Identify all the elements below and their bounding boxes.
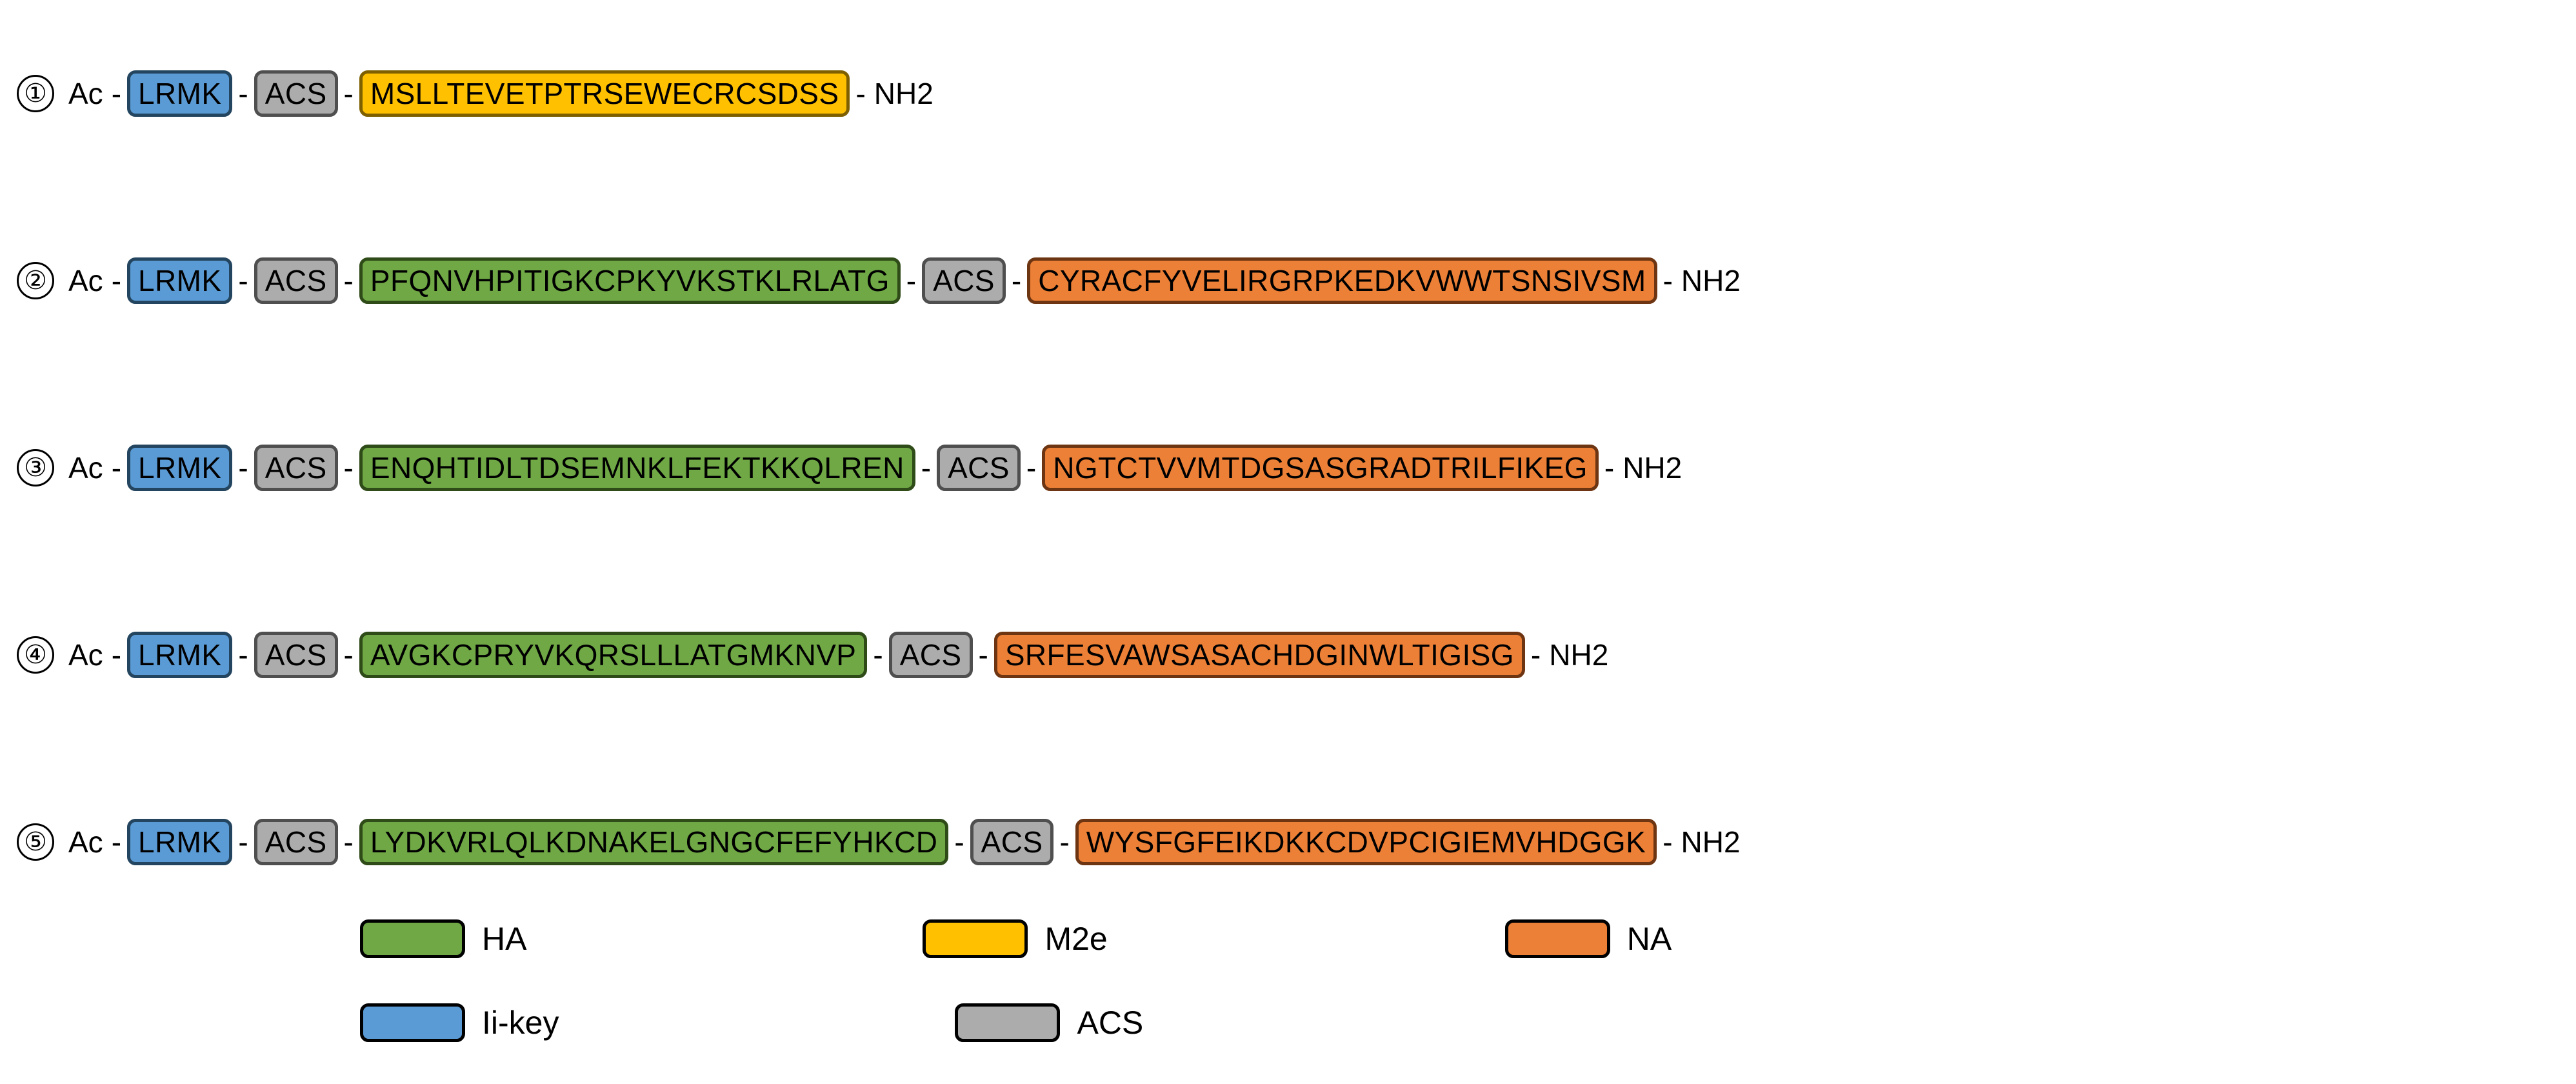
linker-dash: - <box>906 264 917 297</box>
legend-swatch-ii-key <box>360 1003 465 1042</box>
construct-index: ① <box>17 75 54 112</box>
linker-dash: - <box>111 451 122 485</box>
linker-dash: - <box>1662 825 1673 859</box>
linker-dash: - <box>1011 264 1022 297</box>
legend-label-ha: HA <box>482 921 527 957</box>
linker-dash: - <box>111 264 122 297</box>
segment-na[interactable]: CYRACFYVELIRGRPKEDKVWWTSNSIVSM <box>1027 257 1657 304</box>
segment-ha[interactable]: AVGKCPRYVKQRSLLLATGMKNVP <box>359 632 868 678</box>
c-terminus-label: NH2 <box>1622 451 1682 485</box>
construct-index: ④ <box>17 636 54 674</box>
linker-dash: - <box>238 77 248 110</box>
linker-dash: - <box>1059 825 1070 859</box>
segment-ha[interactable]: PFQNVHPITIGKCPKYVKSTKLRLATG <box>359 257 901 304</box>
segment-acs[interactable]: ACS <box>254 257 338 304</box>
segment-m2e[interactable]: MSLLTEVETPTRSEWECRCSDSS <box>359 70 850 117</box>
linker-dash: - <box>954 825 964 859</box>
segment-na[interactable]: WYSFGFEIKDKKCDVPCIGIEMVHDGGK <box>1075 819 1657 865</box>
linker-dash: - <box>238 638 248 672</box>
legend-row: Ii-key ACS <box>0 981 2576 1065</box>
linker-dash: - <box>343 638 354 672</box>
segment-ii-key[interactable]: LRMK <box>127 257 233 304</box>
linker-dash: - <box>343 264 354 297</box>
legend-label-na: NA <box>1626 921 1672 957</box>
legend-swatch-m2e <box>923 919 1028 958</box>
n-terminus-label: Ac <box>68 825 103 859</box>
construct-index: ③ <box>17 449 54 487</box>
linker-dash: - <box>238 451 248 485</box>
legend-label-acs: ACS <box>1077 1005 1144 1041</box>
legend-swatch-na <box>1504 919 1610 958</box>
legend-item-na: NA <box>1504 919 1672 958</box>
legend-item-ii-key: Ii-key <box>360 1003 559 1042</box>
segment-acs[interactable]: ACS <box>888 632 973 678</box>
linker-dash: - <box>238 264 248 297</box>
segment-na[interactable]: NGTCTVVMTDGSASGRADTRILFIKEG <box>1042 445 1599 491</box>
construct-index: ⑤ <box>17 823 54 861</box>
segment-acs[interactable]: ACS <box>254 70 338 117</box>
n-terminus-label: Ac <box>68 638 103 672</box>
segment-acs[interactable]: ACS <box>254 819 338 865</box>
segment-ii-key[interactable]: LRMK <box>127 70 233 117</box>
linker-dash: - <box>873 638 883 672</box>
legend-swatch-acs <box>955 1003 1061 1042</box>
segment-acs[interactable]: ACS <box>970 819 1054 865</box>
linker-dash: - <box>111 638 122 672</box>
segment-acs[interactable]: ACS <box>254 632 338 678</box>
n-terminus-label: Ac <box>68 77 103 110</box>
construct-index: ② <box>17 262 54 299</box>
segment-acs[interactable]: ACS <box>922 257 1006 304</box>
c-terminus-label: NH2 <box>874 77 934 110</box>
legend-item-m2e: M2e <box>923 919 1108 958</box>
linker-dash: - <box>855 77 866 110</box>
linker-dash: - <box>343 77 354 110</box>
segment-ii-key[interactable]: LRMK <box>127 445 233 491</box>
linker-dash: - <box>238 825 248 859</box>
legend-label-ii-key: Ii-key <box>482 1005 559 1041</box>
c-terminus-label: NH2 <box>1681 825 1741 859</box>
segment-ii-key[interactable]: LRMK <box>127 632 233 678</box>
legend-item-ha: HA <box>360 919 526 958</box>
linker-dash: - <box>1604 451 1615 485</box>
legend: HA M2e NA Ii-key ACS <box>0 897 2576 1084</box>
linker-dash: - <box>111 825 122 859</box>
linker-dash: - <box>1662 264 1673 297</box>
c-terminus-label: NH2 <box>1681 264 1741 297</box>
legend-label-m2e: M2e <box>1044 921 1108 957</box>
legend-row: HA M2e NA <box>0 897 2576 981</box>
segment-ha[interactable]: LYDKVRLQLKDNAKELGNGCFEFYHKCD <box>359 819 949 865</box>
linker-dash: - <box>1530 638 1541 672</box>
linker-dash: - <box>1026 451 1037 485</box>
n-terminus-label: Ac <box>68 451 103 485</box>
segment-ha[interactable]: ENQHTIDLTDSEMNKLFEKTKKQLREN <box>359 445 915 491</box>
legend-item-acs: ACS <box>955 1003 1143 1042</box>
c-terminus-label: NH2 <box>1549 638 1609 672</box>
segment-ii-key[interactable]: LRMK <box>127 819 233 865</box>
segment-acs[interactable]: ACS <box>254 445 338 491</box>
segment-na[interactable]: SRFESVAWSASACHDGINWLTIGISG <box>993 632 1525 678</box>
linker-dash: - <box>978 638 988 672</box>
linker-dash: - <box>111 77 122 110</box>
legend-swatch-ha <box>360 919 465 958</box>
linker-dash: - <box>343 825 354 859</box>
linker-dash: - <box>343 451 354 485</box>
linker-dash: - <box>921 451 932 485</box>
n-terminus-label: Ac <box>68 264 103 297</box>
segment-acs[interactable]: ACS <box>937 445 1021 491</box>
